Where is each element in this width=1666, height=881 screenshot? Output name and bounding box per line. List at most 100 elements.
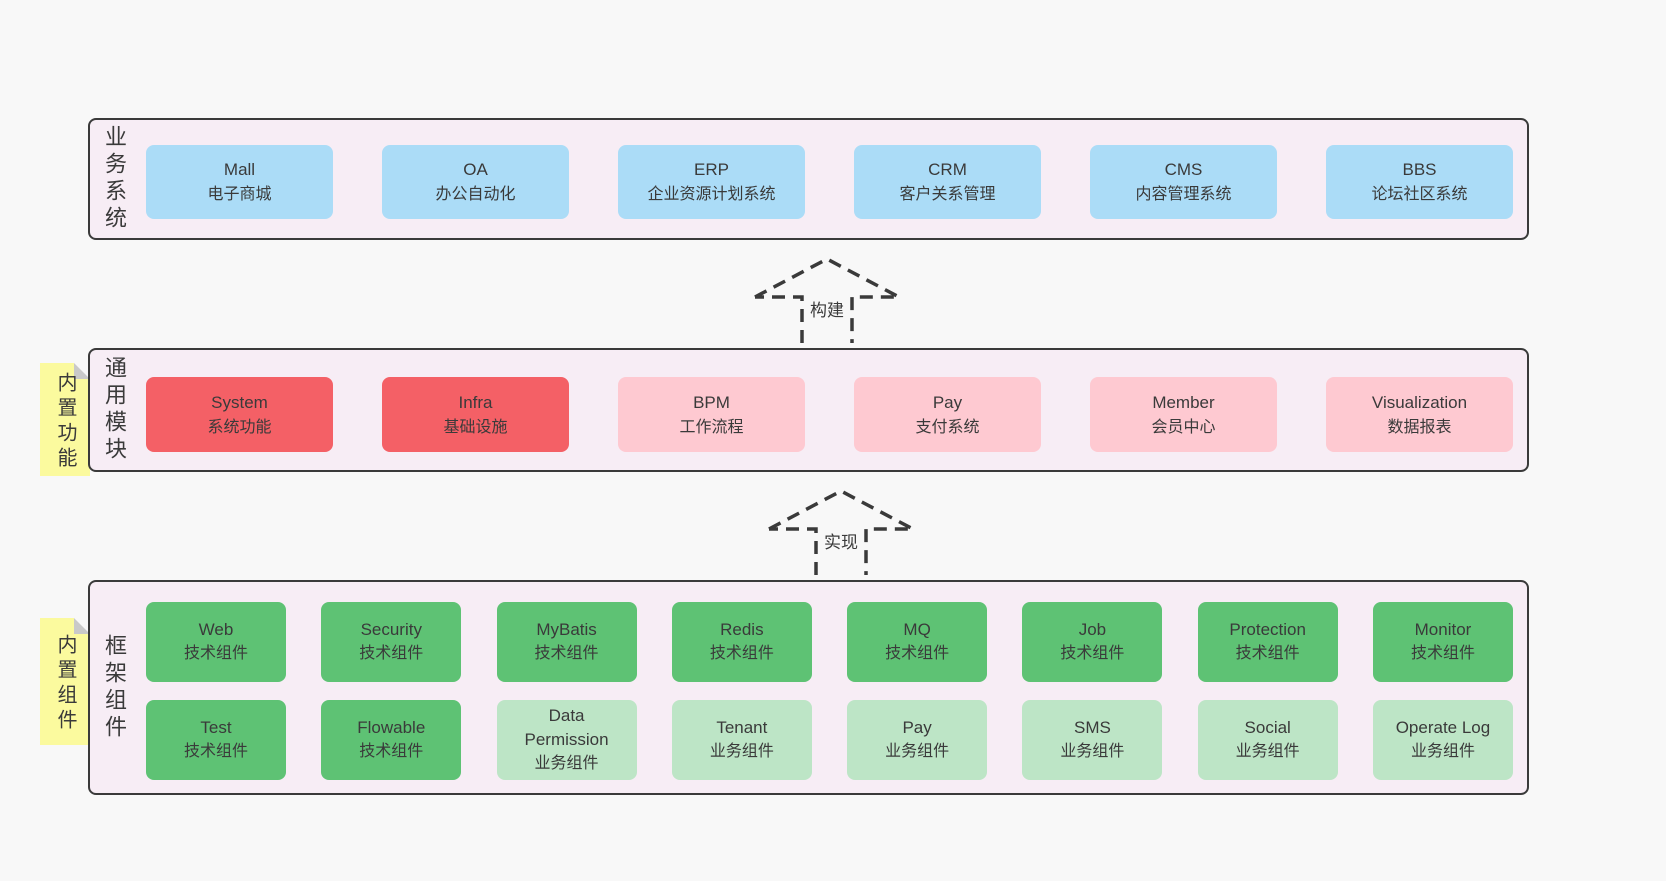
box-web: Web 技术组件	[146, 602, 286, 682]
box-system: System 系统功能	[146, 377, 333, 452]
box-crm: CRM 客户关系管理	[854, 145, 1041, 219]
built-in-components-sticky-label: 内置组件	[54, 634, 76, 735]
box-name: ERP	[694, 160, 729, 179]
box-desc: 企业资源计划系统	[647, 186, 776, 203]
box-name: Flowable	[357, 718, 426, 737]
box-mq: MQ 技术组件	[847, 602, 988, 682]
box-name: Mall	[223, 160, 256, 179]
box-pay-module: Pay 支付系统	[854, 377, 1041, 452]
box-desc: 技术组件	[183, 645, 248, 662]
box-name: CMS	[1164, 160, 1203, 179]
box-desc: 技术组件	[359, 645, 424, 662]
box-job: Job 技术组件	[1022, 602, 1163, 682]
box-desc: 客户关系管理	[899, 186, 996, 203]
framework-components-layer: 框架组件 Web 技术组件 Security 技术组件 MyBatis 技术组件…	[88, 580, 1529, 795]
box-desc: 技术组件	[1410, 645, 1475, 662]
box-name: SMS	[1073, 718, 1111, 737]
box-desc: 系统功能	[207, 418, 272, 436]
box-name: Visualization	[1371, 392, 1468, 412]
box-flowable: Flowable 技术组件	[321, 700, 462, 780]
box-protection: Protection 技术组件	[1197, 602, 1338, 682]
box-name: Tenant	[716, 718, 768, 737]
box-desc: 业务组件	[1235, 743, 1300, 760]
business-systems-label: 业务系统	[102, 125, 127, 233]
box-name: Pay	[902, 718, 932, 737]
box-desc: 工作流程	[679, 418, 744, 436]
box-mybatis: MyBatis 技术组件	[496, 602, 637, 682]
up-arrow-icon	[768, 489, 914, 575]
box-oa: OA 办公自动化	[382, 145, 569, 219]
box-name: System	[211, 392, 268, 412]
box-desc: 业务组件	[1060, 743, 1125, 760]
box-desc: 论坛社区系统	[1371, 186, 1468, 203]
box-name: BBS	[1402, 160, 1437, 179]
common-modules-label: 通用模块	[102, 356, 127, 464]
business-systems-layer: 业务系统 Mall 电子商城 OA 办公自动化 ERP 企业资源计划系统 CRM…	[88, 118, 1529, 240]
box-desc: 电子商城	[207, 186, 272, 203]
box-desc: 技术组件	[1060, 645, 1125, 662]
implement-arrow: 实现	[766, 487, 916, 575]
box-name: Social	[1244, 718, 1291, 737]
box-desc: 基础设施	[443, 418, 508, 436]
box-desc: 技术组件	[183, 743, 248, 760]
box-infra: Infra 基础设施	[382, 377, 569, 452]
box-name: Protection	[1229, 620, 1306, 639]
box-desc: 技术组件	[534, 645, 599, 662]
box-sms: SMS 业务组件	[1022, 700, 1163, 780]
box-name: Infra	[458, 392, 493, 412]
box-name: OA	[463, 160, 488, 179]
box-test: Test 技术组件	[146, 700, 286, 780]
framework-components-row-1: Web 技术组件 Security 技术组件 MyBatis 技术组件 Redi…	[146, 602, 1513, 682]
box-desc: 业务组件	[885, 743, 950, 760]
box-social: Social 业务组件	[1197, 700, 1338, 780]
up-arrow-icon	[754, 257, 900, 343]
box-name: Security	[360, 620, 422, 639]
box-data-permission: Data Permission 业务组件	[496, 700, 637, 780]
box-name: Member	[1152, 392, 1215, 412]
box-name: CRM	[928, 160, 967, 179]
box-name: Monitor	[1414, 620, 1472, 639]
box-bbs: BBS 论坛社区系统	[1326, 145, 1513, 219]
box-name: Data Permission	[524, 706, 609, 749]
box-name: MQ	[903, 620, 931, 639]
box-desc: 会员中心	[1151, 418, 1216, 436]
box-bpm: BPM 工作流程	[618, 377, 805, 452]
common-modules-boxes: System 系统功能 Infra 基础设施 BPM 工作流程 Pay 支付系统…	[146, 377, 1513, 452]
box-desc: 业务组件	[1410, 743, 1475, 760]
box-name: Operate Log	[1395, 718, 1491, 737]
box-tenant: Tenant 业务组件	[671, 700, 812, 780]
box-name: Job	[1078, 620, 1107, 639]
box-desc: 业务组件	[709, 743, 774, 760]
business-systems-boxes: Mall 电子商城 OA 办公自动化 ERP 企业资源计划系统 CRM 客户关系…	[146, 145, 1513, 219]
box-name: Pay	[932, 392, 963, 412]
box-desc: 支付系统	[915, 418, 980, 436]
build-arrow-label: 构建	[808, 295, 846, 322]
framework-components-label: 框架组件	[102, 633, 127, 742]
build-arrow: 构建	[752, 255, 902, 343]
box-desc: 技术组件	[1235, 645, 1300, 662]
box-redis: Redis 技术组件	[671, 602, 812, 682]
box-name: Test	[200, 718, 232, 737]
box-desc: 技术组件	[359, 743, 424, 760]
common-modules-layer: 通用模块 System 系统功能 Infra 基础设施 BPM 工作流程 Pay…	[88, 348, 1529, 472]
built-in-features-sticky-label: 内置功能	[54, 371, 76, 472]
box-visualization: Visualization 数据报表	[1326, 377, 1513, 452]
box-desc: 内容管理系统	[1135, 186, 1232, 203]
box-name: Redis	[720, 620, 764, 639]
box-operate-log: Operate Log 业务组件	[1372, 700, 1513, 780]
box-name: Web	[198, 620, 234, 639]
framework-components-row-2: Test 技术组件 Flowable 技术组件 Data Permission …	[146, 700, 1513, 780]
box-cms: CMS 内容管理系统	[1090, 145, 1277, 219]
box-desc: 业务组件	[534, 755, 599, 772]
box-pay-component: Pay 业务组件	[847, 700, 988, 780]
box-mall: Mall 电子商城	[146, 145, 333, 219]
box-name: MyBatis	[536, 620, 597, 639]
box-desc: 技术组件	[709, 645, 774, 662]
box-monitor: Monitor 技术组件	[1372, 602, 1513, 682]
box-member: Member 会员中心	[1090, 377, 1277, 452]
box-security: Security 技术组件	[321, 602, 462, 682]
built-in-features-sticky: 内置功能	[40, 363, 90, 476]
box-erp: ERP 企业资源计划系统	[618, 145, 805, 219]
box-desc: 办公自动化	[435, 186, 516, 203]
built-in-components-sticky: 内置组件	[40, 618, 90, 745]
